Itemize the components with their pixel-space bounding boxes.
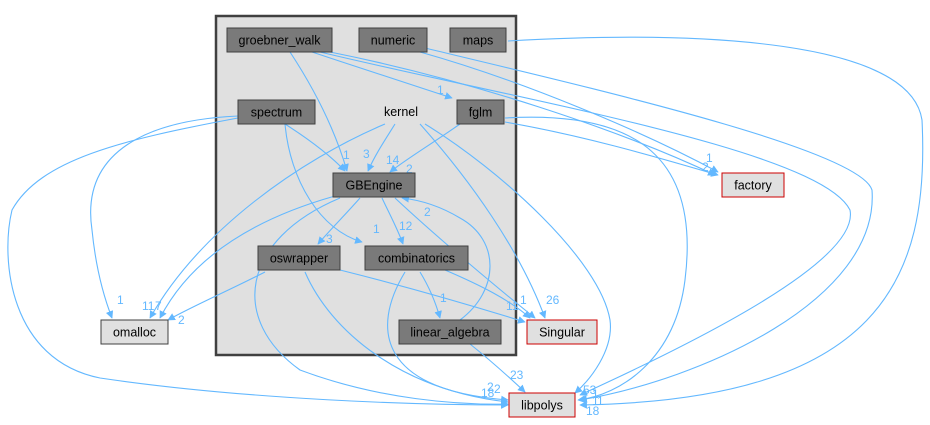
node-fglm[interactable]: fglm (456, 99, 505, 125)
edge-label: 1 (592, 394, 599, 408)
edge-label: 2 (424, 205, 431, 219)
node-oswrapper[interactable]: oswrapper (257, 245, 341, 271)
edge-label: 1 (512, 299, 519, 313)
edge-linear-algebra-to-libpolys (469, 343, 526, 393)
node-label: omalloc (113, 326, 156, 340)
node-gbengine[interactable]: GBEngine (332, 172, 416, 198)
node-linear-algebra[interactable]: linear_algebra (398, 319, 502, 345)
edges (7, 36, 924, 409)
edge-label: 18 (481, 386, 495, 400)
edge-label: 1 (437, 83, 444, 97)
node-maps[interactable]: maps (449, 27, 507, 53)
edge-label: 2 (494, 382, 501, 396)
edge-spectrum-to-omalloc (90, 115, 239, 319)
edge-label: 1 (706, 151, 713, 165)
edge-label: 2 (178, 313, 185, 327)
edge-spectrum-to-gbengine (284, 123, 346, 172)
edge-groebner-walk-to-gbengine (289, 51, 349, 172)
node-singular[interactable]: Singular (526, 319, 598, 345)
node-label: libpolys (521, 399, 563, 413)
node-label: linear_algebra (410, 326, 489, 340)
edge-label: 1 (117, 293, 124, 307)
edge-label: 23 (510, 368, 524, 382)
edge-label: 26 (546, 293, 560, 307)
edge-label: 7 (155, 299, 162, 313)
node-label: numeric (371, 34, 415, 48)
edge-label: 14 (386, 153, 400, 167)
edge-gbengine-to-omalloc (159, 195, 336, 319)
edge-fglm-to-gbengine (389, 123, 461, 173)
edge-label: 3 (363, 147, 370, 161)
edge-label: 1 (440, 291, 447, 305)
edge-numeric-to-factory (419, 51, 719, 173)
edge-label: 11 (142, 299, 155, 313)
node-label: spectrum (251, 106, 302, 120)
edge-maps-to-libpolys (507, 36, 924, 409)
edge-fglm-to-factory (504, 121, 719, 177)
edge-spectrum-to-libpolys (7, 117, 509, 409)
edge-label: 1 (520, 293, 527, 307)
edge-label: 2 (487, 380, 494, 394)
edge-groebner-walk-to-fglm (311, 51, 453, 100)
edge-labels: 1 3 1 14 2 3 12 1 2 1 2 1 11 7 2 1 1 1 2… (117, 83, 713, 418)
edge-label: 2 (406, 162, 413, 176)
node-omalloc[interactable]: omalloc (100, 319, 169, 345)
edge-gbengine-to-combinatorics (381, 197, 405, 245)
edge-label: 18 (586, 404, 600, 418)
edge-kernel-to-singular (419, 123, 547, 319)
edge-label: 1 (373, 222, 380, 236)
node-label: oswrapper (270, 252, 328, 266)
edge-label: 53 (583, 383, 597, 397)
edge-kernel-to-omalloc (149, 123, 386, 319)
edge-spectrum-to-combinatorics (284, 123, 363, 244)
edge-kernel-to-libpolys (424, 123, 611, 394)
edge-groebner-walk-to-libpolys (319, 51, 851, 396)
edge-label: 3 (326, 232, 333, 246)
node-label: combinatorics (378, 252, 455, 266)
node-factory[interactable]: factory (721, 172, 785, 198)
edge-combinatorics-to-libpolys (387, 271, 509, 404)
edge-oswrapper-to-omalloc (167, 271, 266, 321)
node-label: Singular (539, 326, 585, 340)
edge-label: 1 (592, 387, 599, 401)
edge-label: 1 (506, 299, 513, 313)
node-spectrum[interactable]: spectrum (237, 99, 316, 125)
node-combinatorics[interactable]: combinatorics (364, 245, 469, 271)
node-label: groebner_walk (239, 34, 322, 48)
node-numeric[interactable]: numeric (358, 27, 428, 53)
node-label: fglm (469, 106, 493, 120)
edge-label: 1 (597, 394, 604, 408)
node-label: factory (734, 179, 772, 193)
edge-oswrapper-to-singular (339, 269, 526, 324)
edge-gbengine-to-libpolys (254, 197, 509, 408)
kernel-cluster-label: kernel (384, 105, 418, 119)
edge-label: 12 (399, 219, 413, 233)
node-libpolys[interactable]: libpolys (508, 392, 576, 418)
edge-numeric-to-libpolys (424, 47, 873, 403)
node-groebner-walk[interactable]: groebner_walk (226, 27, 333, 53)
edge-gbengine-to-oswrapper (317, 197, 361, 245)
edge-fglm-to-libpolys (504, 116, 688, 403)
edge-combinatorics-to-linear-algebra (419, 271, 442, 319)
edge-gbengine-to-singular (394, 197, 536, 319)
edge-linear-algebra-to-gbengine (401, 194, 491, 321)
node-label: GBEngine (346, 179, 403, 193)
edge-combinatorics-to-singular (444, 269, 531, 319)
edge-label: 1 (343, 148, 350, 162)
edge-groebner-walk-to-factory (329, 51, 716, 176)
edge-kernel-to-gbengine (367, 123, 396, 172)
node-label: maps (463, 34, 494, 48)
edge-label: 2 (702, 160, 709, 174)
